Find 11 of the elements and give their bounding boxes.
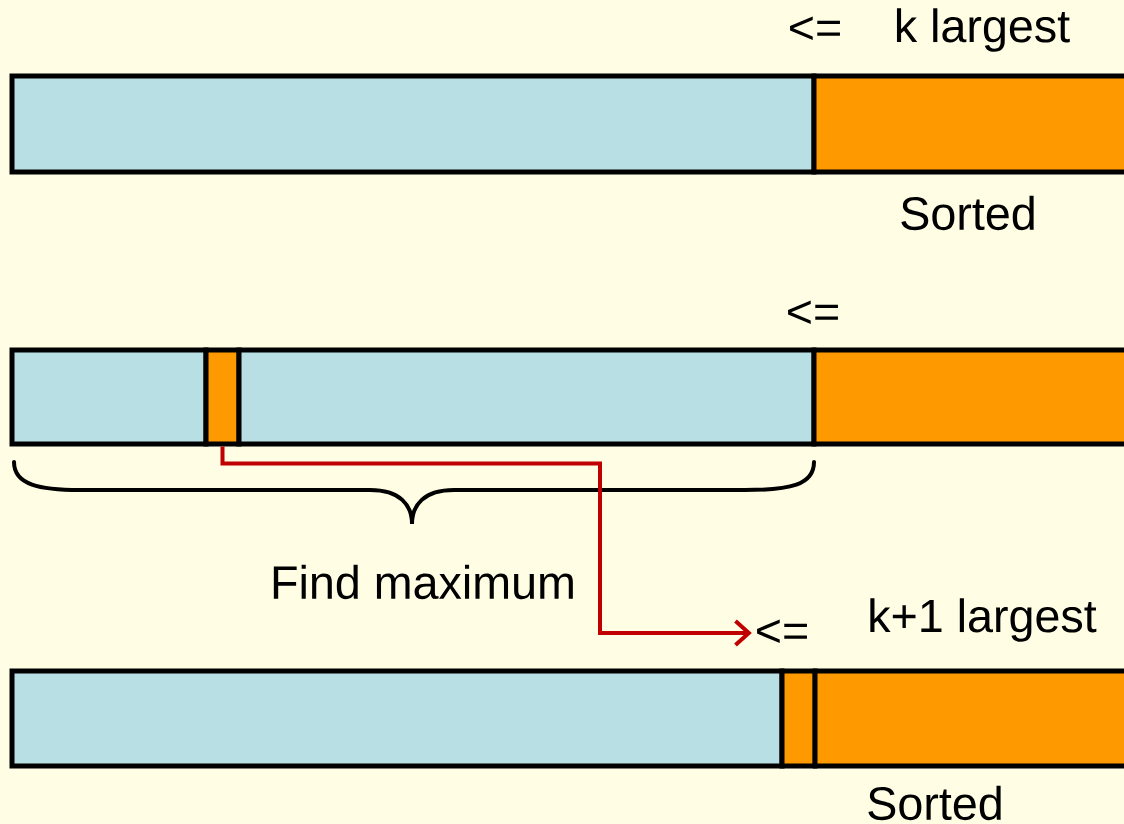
array-segment [811, 347, 1124, 447]
text-label: <= [757, 619, 807, 644]
text-label: k largest [896, 8, 1070, 52]
text-label: Sorted [901, 195, 1034, 231]
text-label: k+1 largest [870, 598, 1097, 642]
text-label: <= [790, 16, 840, 41]
array-segment [811, 73, 1124, 175]
text-label: <= [788, 300, 838, 325]
arrow [220, 446, 752, 647]
text-label: Sorted [868, 785, 1001, 821]
text-label: Find maximum [273, 564, 573, 600]
